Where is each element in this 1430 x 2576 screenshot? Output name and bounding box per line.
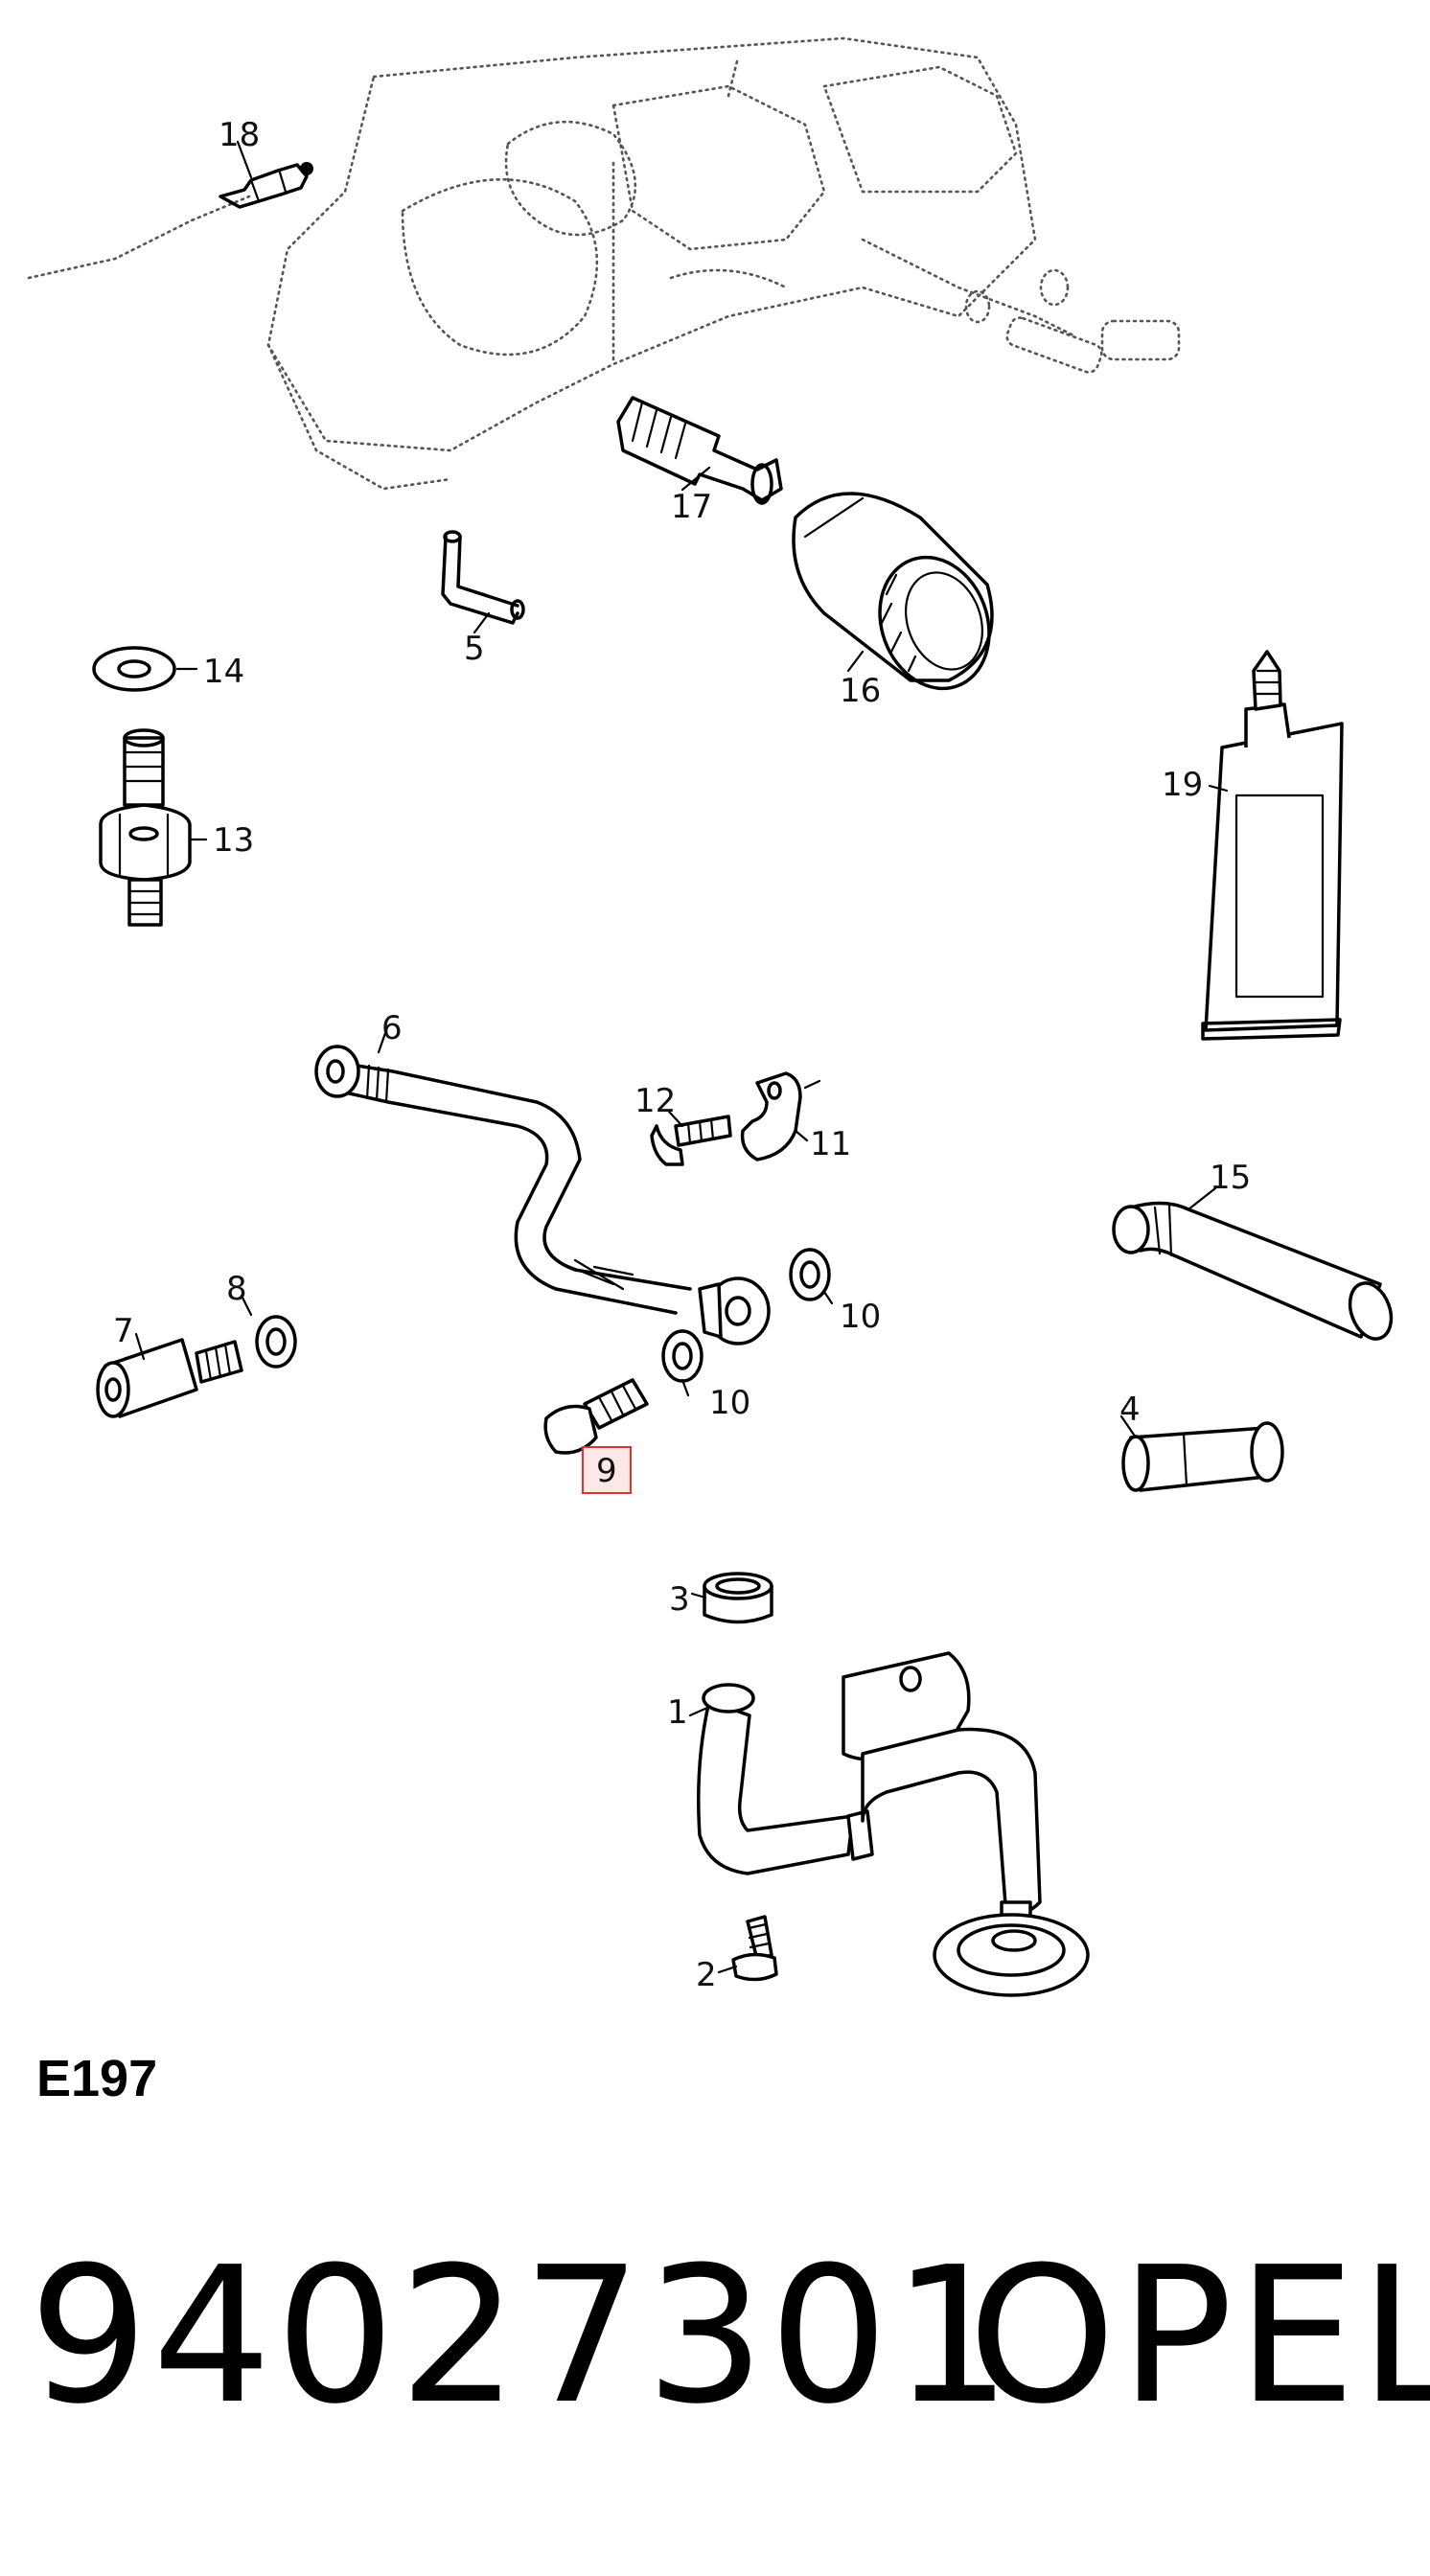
- diagram-code: E197: [36, 2050, 158, 2107]
- bent-pipe: [441, 530, 525, 625]
- seal-ring-3: [703, 1572, 773, 1624]
- callout-13: 13: [213, 821, 254, 860]
- callout-14: 14: [203, 653, 244, 691]
- pipe-clip: [740, 1071, 821, 1162]
- callout-1: 1: [667, 1693, 688, 1732]
- callout-2: 2: [696, 1956, 717, 1994]
- washer-14: [92, 646, 176, 692]
- callout-4: 4: [1119, 1391, 1141, 1429]
- callout-12: 12: [634, 1082, 676, 1120]
- callout-8: 8: [226, 1270, 247, 1308]
- leader-lines: [134, 140, 1229, 1974]
- part-number: 94027301: [29, 2227, 1016, 2446]
- callout-6: 6: [381, 1009, 403, 1047]
- callout-5: 5: [464, 630, 485, 668]
- oil-pressure-switch: [219, 162, 313, 209]
- callout-7: 7: [113, 1312, 134, 1350]
- oil-filter: [792, 492, 994, 691]
- callout-9: 9: [596, 1452, 617, 1490]
- callout-18: 18: [219, 116, 260, 154]
- callout-19: 19: [1162, 766, 1203, 804]
- callout-11: 11: [810, 1125, 851, 1163]
- callout-15: 15: [1210, 1159, 1251, 1197]
- washer-8: [255, 1315, 297, 1368]
- stud-adapter: [99, 728, 192, 927]
- oil-pickup: [697, 1651, 1090, 1997]
- callout-3: 3: [669, 1580, 690, 1619]
- clip-bolt: [650, 1115, 732, 1166]
- washer-10b: [661, 1329, 703, 1383]
- callout-10b: 10: [709, 1384, 750, 1422]
- callout-17: 17: [671, 488, 712, 526]
- oil-pipe: [314, 1045, 771, 1346]
- threaded-adapter: [616, 396, 783, 505]
- hose-15: [1112, 1201, 1394, 1341]
- engine-block-outline: [27, 36, 1181, 491]
- banjo-bolt: [543, 1378, 649, 1455]
- sealant-tube: [1201, 650, 1344, 1041]
- sleeve-4: [1121, 1421, 1284, 1492]
- adapter-7: [96, 1338, 243, 1418]
- bolt-2: [731, 1915, 778, 1982]
- callout-16: 16: [840, 672, 881, 710]
- callout-9-highlight: [582, 1446, 632, 1494]
- callout-10a: 10: [840, 1298, 881, 1336]
- washer-10a: [789, 1248, 831, 1301]
- callout-labels: 18 17 16 5 14 13 19 6 12 11 15 10 8 7 10…: [113, 116, 1251, 1994]
- brand-name: OPEL: [968, 2227, 1430, 2446]
